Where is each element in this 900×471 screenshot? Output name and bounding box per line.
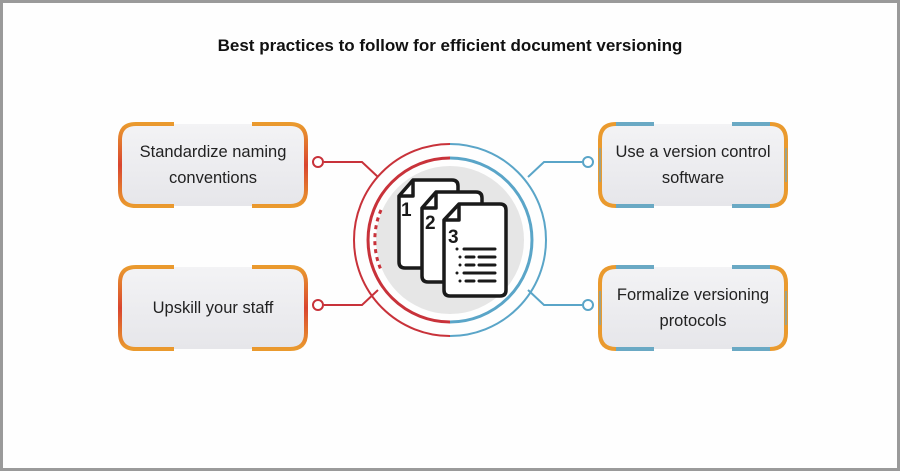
practice-label: Use a version control software <box>615 143 771 187</box>
practice-label: Standardize naming conventions <box>139 143 287 187</box>
card-bracket-frame <box>598 122 788 208</box>
svg-text:2: 2 <box>425 213 436 234</box>
connector-bottom-left <box>312 289 379 311</box>
practice-card-formalize-protocols: Formalize versioning protocols <box>598 265 788 351</box>
connector-top-right <box>527 156 594 178</box>
connector-top-left <box>312 156 379 178</box>
svg-text:3: 3 <box>448 227 459 248</box>
practice-card-version-control-software: Use a version control software <box>598 122 788 208</box>
document-numbers: 1 2 3 <box>401 200 459 248</box>
practice-label: Upskill your staff <box>152 299 274 317</box>
practice-card-standardize-naming: Standardize naming conventions <box>118 122 308 208</box>
diagram-title: Best practices to follow for efficient d… <box>217 36 683 55</box>
connector-bottom-right <box>527 289 594 311</box>
card-bracket-frame <box>118 265 308 351</box>
practice-card-upskill-staff: Upskill your staff <box>118 265 308 351</box>
practice-label: Formalize versioning protocols <box>616 286 770 330</box>
svg-text:1: 1 <box>401 200 412 221</box>
card-bracket-frame <box>118 122 308 208</box>
stacked-numbered-documents-icon <box>397 178 508 298</box>
card-bracket-frame <box>598 265 788 351</box>
